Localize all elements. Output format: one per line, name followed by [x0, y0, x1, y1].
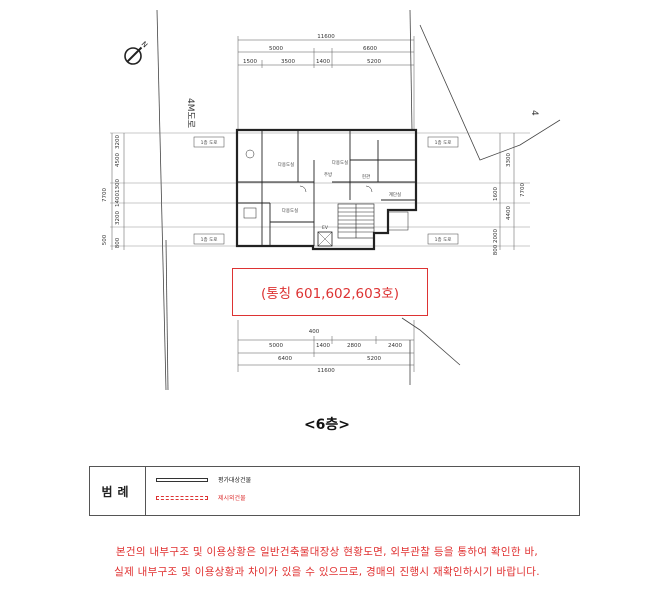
left-dim-5: 1400	[115, 193, 121, 207]
right-dim-6: 800	[493, 244, 499, 255]
legend-body: 평가대상건물 제시외건물	[146, 467, 579, 515]
room-label-2: 다용도실	[332, 159, 349, 166]
road-label-right: 4	[529, 110, 539, 116]
room-label-6: 계단실	[389, 191, 401, 198]
right-dim-5: 2000	[493, 229, 499, 243]
side-tag-4: 1층 도로	[435, 236, 452, 243]
room-label-3: 다용도실	[282, 207, 299, 214]
top-dimensions	[237, 36, 415, 130]
top-dim-r2-d: 5200	[367, 59, 381, 65]
svg-text:N: N	[140, 40, 149, 49]
legend-item-target: 평가대상건물	[156, 475, 251, 484]
notice-line-1: 본건의 내부구조 및 이용상황은 일반건축물대장상 현황도면, 외부관찰 등을 …	[115, 546, 539, 558]
room-label-1: 다용도실	[278, 161, 295, 168]
side-tag-1: 1층 도로	[201, 139, 218, 146]
road-lines	[156, 9, 561, 390]
solid-line-swatch	[156, 477, 208, 482]
left-dim-7: 500	[102, 234, 108, 245]
north-arrow-icon: N	[124, 40, 149, 65]
legend-title: 범례	[90, 467, 146, 515]
horizontal-extension-lines	[110, 132, 530, 247]
bottom-dim-r1-d: 2400	[388, 343, 402, 349]
legend-item-label: 제시외건물	[218, 495, 246, 502]
dashed-line-swatch	[156, 495, 208, 500]
left-dim-1: 7700	[102, 188, 108, 202]
bottom-dim-total: 11600	[317, 368, 335, 374]
legend-item-label: 평가대상건물	[218, 477, 252, 484]
legend-box: 범례 평가대상건물 제시외건물	[89, 466, 580, 516]
road-label: 4M도로	[185, 98, 195, 128]
right-dim-1: 3300	[506, 153, 512, 167]
unit-label-box: (통칭 601,602,603호)	[232, 268, 428, 316]
top-dim-r2-a: 1500	[243, 59, 257, 65]
side-tag-2: 1층 도로	[435, 139, 452, 146]
bottom-dim-r2-a: 6400	[278, 356, 292, 362]
right-dim-4: 4400	[506, 206, 512, 220]
top-dim-r2-b: 3500	[281, 59, 295, 65]
left-dim-4: 3200	[115, 211, 121, 225]
room-label-5: 주방	[324, 171, 332, 178]
room-label-7: EV	[322, 225, 329, 231]
notice-line-2: 실제 내부구조 및 이용상황과 차이가 있을 수 있으므로, 경매의 진행시 재…	[114, 566, 540, 578]
top-dim-r2-c: 1400	[316, 59, 330, 65]
bottom-dim-r1-b: 1400	[316, 343, 330, 349]
left-dim-8: 800	[115, 237, 121, 248]
side-tags	[193, 136, 459, 245]
right-dim-3: 1600	[493, 187, 499, 201]
bottom-dimensions	[237, 320, 415, 372]
floor-plan-drawing: N 4M도로 4 11600 5000 6600 1500 3500 1400 …	[102, 9, 561, 390]
room-label-4: 현관	[362, 173, 370, 180]
unit-label-text: (통칭 601,602,603호)	[261, 286, 399, 302]
floor-title: <6층>	[303, 417, 351, 433]
bottom-dim-r1-a: 5000	[269, 343, 283, 349]
top-dim-r1-b: 6600	[363, 46, 377, 52]
right-dimensions	[499, 133, 515, 250]
top-dim-total: 11600	[317, 34, 335, 40]
bottom-dim-r2-b: 5200	[367, 356, 381, 362]
left-dimensions	[111, 133, 125, 250]
building-outline	[235, 128, 418, 251]
top-dim-r1-a: 5000	[269, 46, 283, 52]
left-dim-3: 3200	[115, 135, 121, 149]
side-tag-3: 1층 도로	[201, 236, 218, 243]
left-dim-6: 1300	[115, 179, 121, 193]
right-dim-2: 7700	[520, 183, 526, 197]
legend-item-other: 제시외건물	[156, 493, 246, 502]
bottom-dim-r1-c: 2800	[347, 343, 361, 349]
bottom-dim-small: 400	[309, 329, 320, 335]
left-dim-2: 4500	[115, 153, 121, 167]
